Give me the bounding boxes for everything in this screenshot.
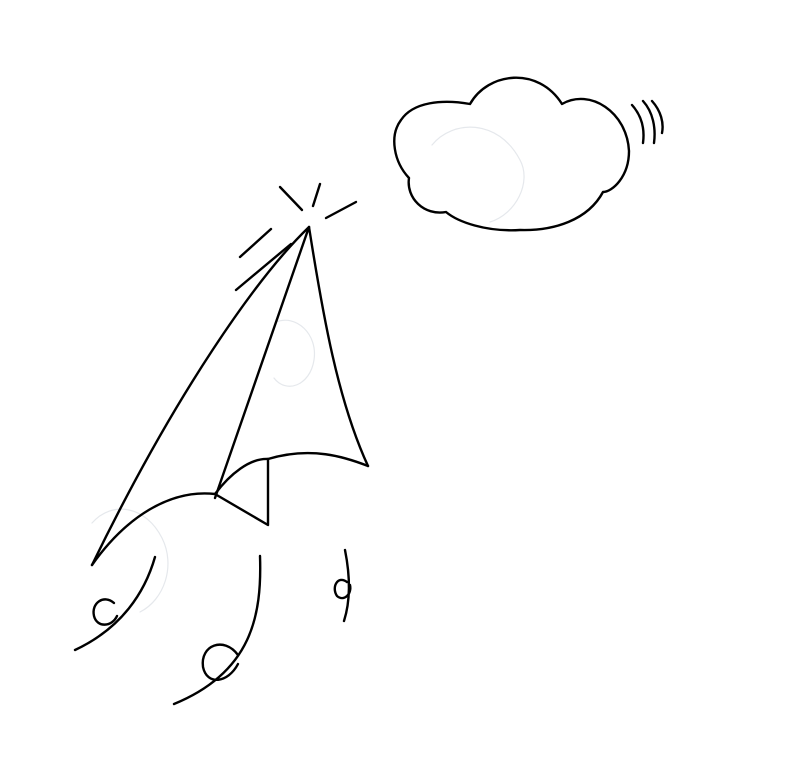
cloud-motion-lines <box>630 99 664 145</box>
paper-plane-icon <box>90 225 370 567</box>
spark-lines <box>234 182 358 292</box>
watermark <box>91 126 525 613</box>
cloud-icon <box>393 76 631 232</box>
motion-swooshes <box>73 548 352 706</box>
